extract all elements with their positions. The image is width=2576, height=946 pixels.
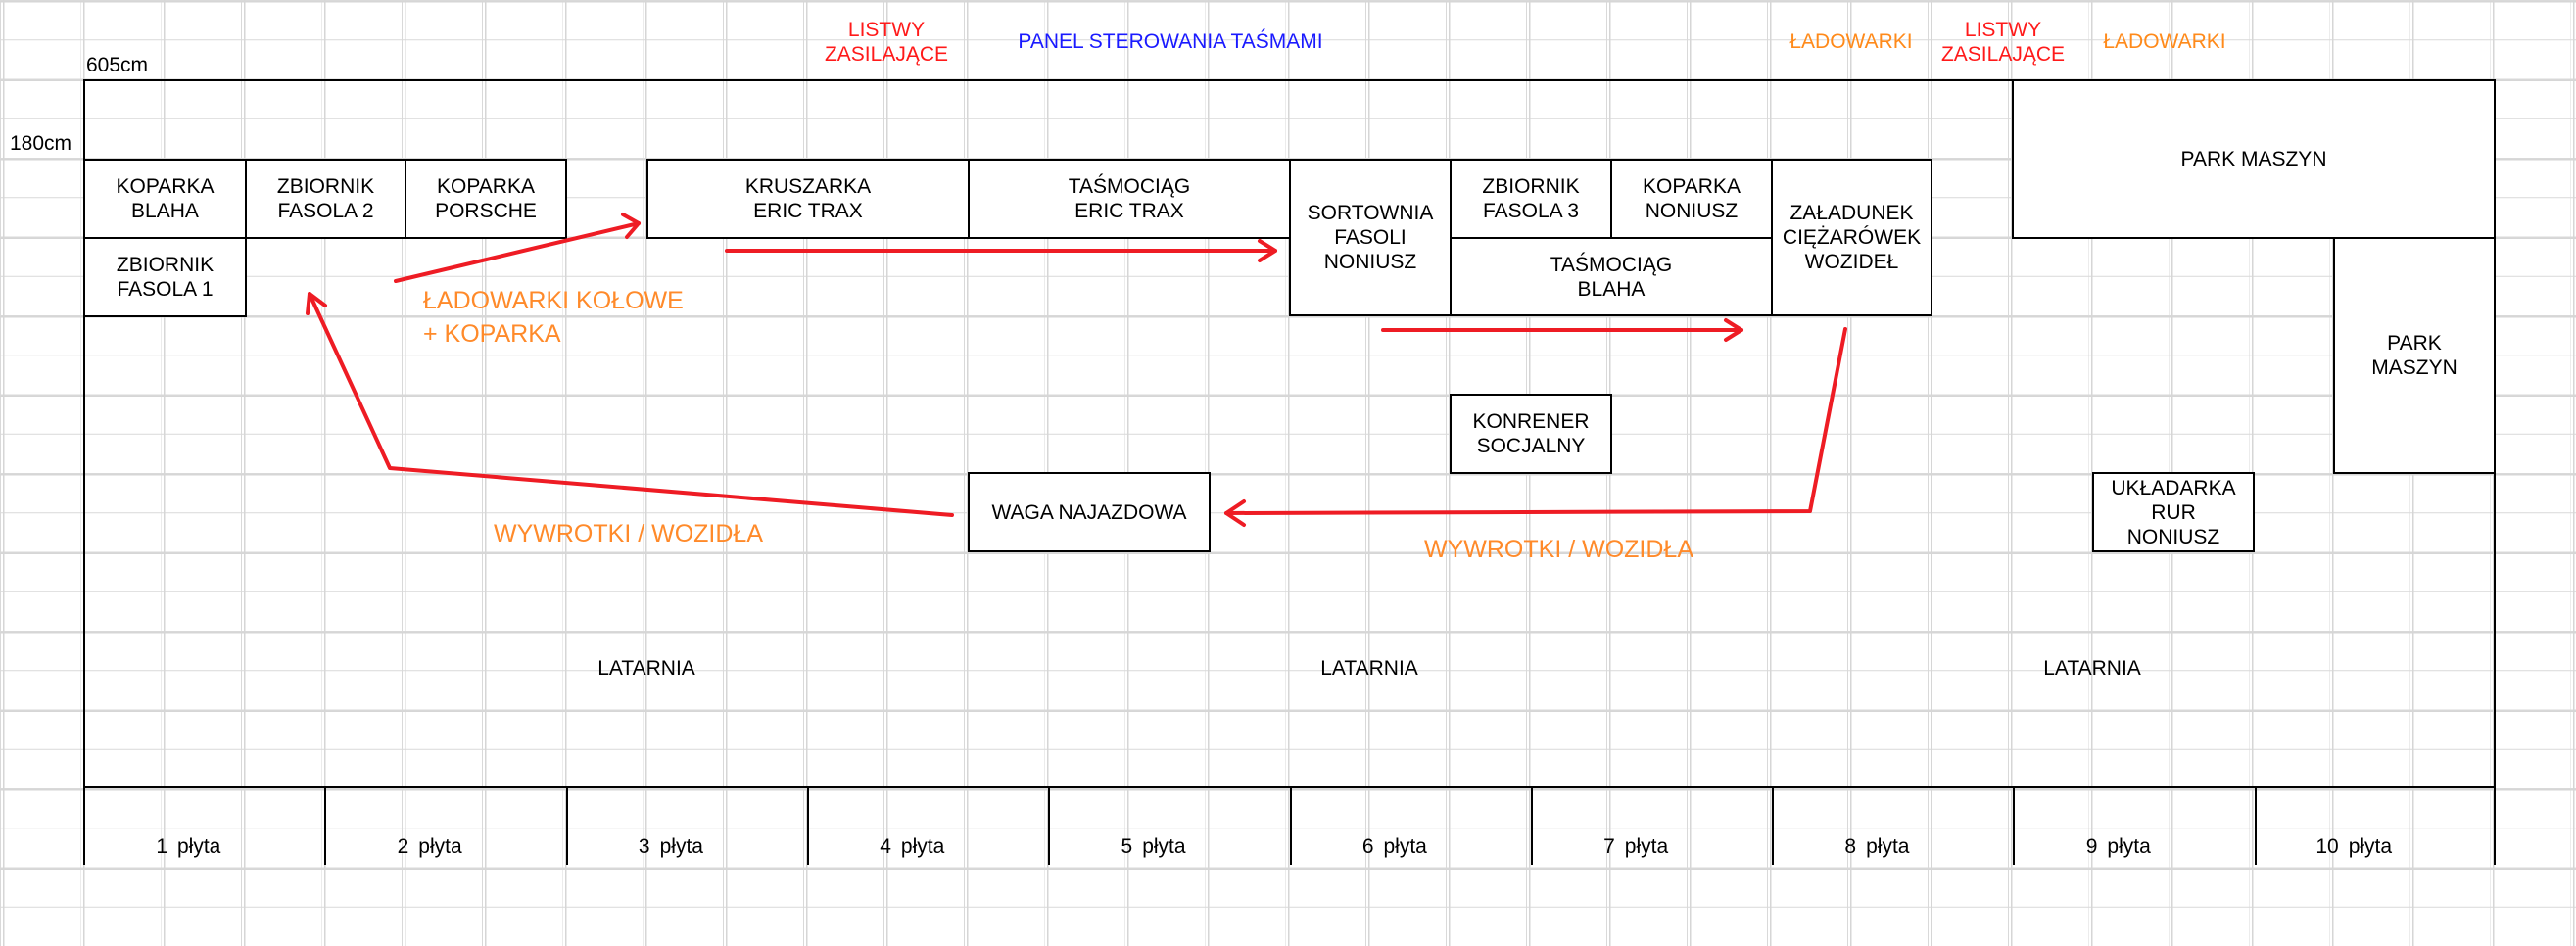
plate-cell: 9 płyta [2013,786,2256,865]
height-dimension-label: 180cm [10,132,72,155]
waga-najazdowa-box: WAGA NAJAZDOWA [968,472,1211,552]
kruszarka-box: KRUSZARKA ERIC TRAX [646,159,970,239]
tasmociag-blaha-box: TAŚMOCIĄG BLAHA [1450,237,1773,316]
plate-number: 3 [638,835,650,858]
wywrotki-left-label: WYWROTKI / WOZIDŁA [494,520,763,547]
zbiornik-fasola-1-box: ZBIORNIK FASOLA 1 [83,237,247,317]
plate-cell: 10 płyta [2254,786,2496,865]
plate-cell: 3 płyta [565,786,809,865]
listwy-zasilajace-right: LISTWY ZASILAJĄCE [1940,19,2066,66]
koparka-noniusz-box: KOPARKA NONIUSZ [1610,159,1773,239]
sortownia-fasoli-box: SORTOWNIA FASOLI NONIUSZ [1289,159,1452,316]
plate-cell: 5 płyta [1048,786,1291,865]
park-maszyn-side-box: PARK MASZYN [2333,237,2496,474]
plate-label: płyta [418,835,462,858]
plate-number: 9 [2085,835,2098,858]
plate-cell: 2 płyta [324,786,567,865]
plate-label: płyta [1624,835,1669,858]
plate-number: 10 [2315,835,2339,858]
plate-label: płyta [900,835,945,858]
zbiornik-fasola-2-box: ZBIORNIK FASOLA 2 [245,159,406,239]
plate-number: 8 [1844,835,1857,858]
latarnia-3: LATARNIA [2043,657,2141,680]
zaladunek-box: ZAŁADUNEK CIĘŻARÓWEK WOZIDEŁ [1771,159,1932,316]
koparka-blaha-box: KOPARKA BLAHA [83,159,247,239]
plate-label: płyta [1142,835,1186,858]
park-maszyn-top-box: PARK MASZYN [2012,79,2496,239]
ukladarka-rur-box: UKŁADARKA RUR NONIUSZ [2092,472,2255,552]
plate-number: 5 [1121,835,1133,858]
plates-row: 1 płyta 2 płyta 3 płyta 4 płyta 5 płyta 6 płyta 7 pły… [83,786,2496,865]
latarnia-1: LATARNIA [597,657,695,680]
plate-label: płyta [1866,835,1910,858]
arrow-loaders-to-kruszarka [394,221,641,283]
plate-label: płyta [2107,835,2151,858]
ladowarki-kolowe-label: ŁADOWARKI KOŁOWE + KOPARKA [423,287,684,348]
arrow-zaladunek-to-waga [1224,327,1847,515]
wywrotki-right-label: WYWROTKI / WOZIDŁA [1424,536,1693,563]
plate-number: 6 [1361,835,1374,858]
plate-label: płyta [2348,835,2393,858]
zbiornik-fasola-3-box: ZBIORNIK FASOLA 3 [1450,159,1612,239]
plate-number: 2 [397,835,409,858]
ladowarki-right-label: ŁADOWARKI [2103,30,2226,53]
width-dimension-label: 605cm [86,54,149,76]
plate-label: płyta [659,835,703,858]
ladowarki-left-label: ŁADOWARKI [1789,30,1913,53]
plate-cell: 4 płyta [806,786,1050,865]
plate-cell: 8 płyta [1772,786,2015,865]
koparka-porsche-box: KOPARKA PORSCHE [405,159,567,239]
plate-cell: 7 płyta [1530,786,1774,865]
plate-number: 7 [1603,835,1615,858]
plate-label: płyta [1383,835,1427,858]
plate-number: 4 [880,835,891,858]
arrow-waga-to-zbiornik [308,292,954,517]
tasmociag-eric-trax-box: TAŚMOCIĄG ERIC TRAX [968,159,1291,239]
kontener-socjalny-box: KONRENER SOCJALNY [1450,394,1612,474]
plate-cell: 6 płyta [1289,786,1533,865]
listwy-zasilajace-left: LISTWY ZASILAJĄCE [824,19,949,66]
panel-sterowania-label: PANEL STEROWANIA TAŚMAMI [1018,30,1323,53]
plate-label: płyta [177,835,221,858]
latarnia-2: LATARNIA [1320,657,1418,680]
plate-cell: 1 płyta [83,786,326,865]
plate-number: 1 [156,835,167,858]
